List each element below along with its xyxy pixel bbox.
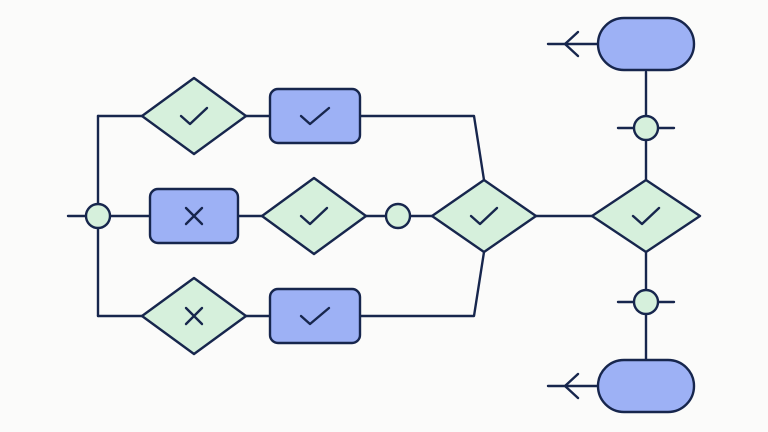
connector-lower-right [632,288,660,316]
connector-upper-right [632,114,660,142]
arrow-left-icon [563,372,580,400]
check-icon [299,106,331,126]
terminal-bottom [596,358,696,414]
check-icon [631,206,661,226]
left-junction [84,202,112,230]
x-icon [184,206,204,226]
check-icon [469,206,499,226]
decision-middle [260,176,368,256]
terminal-top [596,16,696,72]
process-top [268,87,362,145]
arrow-left-icon [563,30,580,58]
decision-right [590,178,702,254]
x-icon [184,306,204,326]
check-icon [179,106,209,126]
check-icon [299,306,331,326]
check-icon [299,206,329,226]
process-bottom [268,287,362,345]
top-return-line [358,114,486,182]
decision-merge [430,178,538,254]
decision-top-left [140,76,248,156]
middle-connector [384,202,412,230]
bottom-return-line [358,250,486,318]
